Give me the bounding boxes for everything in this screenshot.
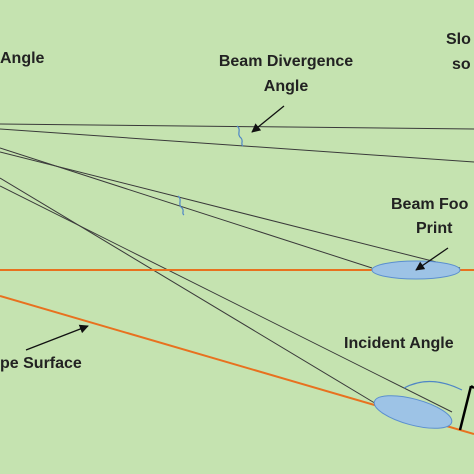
label-slope-surface-partial: pe Surface [0,355,82,372]
slope-surface-pointer-arrow [25,324,89,351]
incident-angle-arc [403,380,463,391]
divergence-pointer-arrow [251,105,285,133]
beam-line-lower-2 [0,185,453,413]
slope-footprint-ellipse [373,395,453,429]
label-slope-partial-line1: Slo [446,31,471,48]
label-beam-footprint-line2: Print [416,220,453,237]
beam-line-upper-2 [0,128,474,163]
label-beam-footprint-line1: Beam Foo [391,196,469,213]
beam-line-mid-2 [0,151,461,269]
footprint-pointer-arrow [415,247,449,271]
label-beam-divergence-line2: Angle [263,78,309,95]
label-slope-partial-line2: so [452,56,471,73]
surface-normal-line [458,385,473,431]
beam-line-lower-1 [0,177,379,406]
label-beam-divergence-line1: Beam Divergence [218,53,354,70]
label-incident-angle: Incident Angle [344,335,454,352]
divergence-arc-lower [177,195,185,216]
label-angle-partial: Angle [0,50,45,67]
divergence-arc-upper [236,125,244,147]
